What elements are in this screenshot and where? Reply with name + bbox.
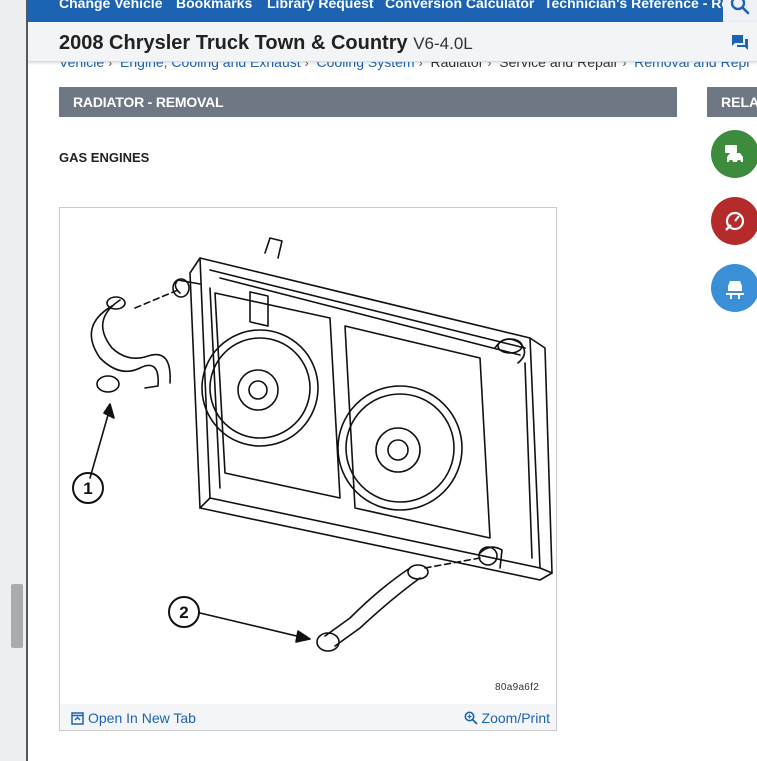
vehicle-service-icon <box>725 145 743 164</box>
search-button[interactable] <box>723 0 757 22</box>
related-header: RELAT <box>707 87 757 117</box>
vehicle-lift-icon <box>726 281 744 299</box>
diagnostic-button[interactable] <box>711 197 757 245</box>
section-header: RADIATOR - REMOVAL <box>59 87 677 117</box>
nav-library-request[interactable]: Library Request <box>267 0 374 11</box>
chevron-right-icon: › <box>487 56 492 70</box>
chevron-right-icon: › <box>418 56 423 70</box>
chevron-right-icon: › <box>622 56 627 70</box>
vehicle-header: 2008 Chrysler Truck Town & Country V6-4.… <box>28 22 757 62</box>
callout-2: 2 <box>179 603 188 622</box>
figure-footer: Open In New Tab Zoom/Print <box>60 704 556 730</box>
nav-change-vehicle[interactable]: Change Vehicle <box>59 0 163 11</box>
open-in-new-tab-link[interactable]: Open In New Tab <box>71 710 196 726</box>
section-title: RADIATOR - REMOVAL <box>73 94 224 110</box>
nav-bookmarks[interactable]: Bookmarks <box>176 0 253 11</box>
nav-conversion-calculator[interactable]: Conversion Calculator <box>385 0 535 11</box>
diagnostic-gauge-icon <box>725 211 745 231</box>
vehicle-service-button[interactable] <box>711 130 757 178</box>
related-title: RELAT <box>721 94 757 110</box>
page: Change Vehicle Bookmarks Library Request… <box>28 0 757 761</box>
vehicle-title: 2008 Chrysler Truck Town & Country V6-4.… <box>59 32 473 54</box>
search-icon <box>730 0 750 15</box>
radiator-diagram: 1 2 <box>72 237 553 652</box>
scrollbar-thumb[interactable] <box>11 584 23 648</box>
zoom-icon <box>464 711 478 725</box>
callout-1: 1 <box>83 479 92 498</box>
left-panel-edge <box>0 0 28 761</box>
sub-heading: GAS ENGINES <box>59 150 150 165</box>
nav-technicians-reference[interactable]: Technician's Reference - Re <box>544 0 730 11</box>
top-navigation: Change Vehicle Bookmarks Library Request… <box>28 0 757 22</box>
chevron-right-icon: › <box>108 56 113 70</box>
chat-icon[interactable] <box>731 34 749 52</box>
chevron-right-icon: › <box>304 56 309 70</box>
open-new-tab-icon <box>71 712 84 725</box>
vehicle-engine: V6-4.0L <box>413 34 473 53</box>
zoom-print-link[interactable]: Zoom/Print <box>464 710 550 726</box>
vehicle-lift-button[interactable] <box>711 264 757 312</box>
figure-panel: 1 2 80a9a6f2 Open In New Tab Zoom/Print <box>59 207 557 731</box>
figure-id: 80a9a6f2 <box>495 682 540 693</box>
